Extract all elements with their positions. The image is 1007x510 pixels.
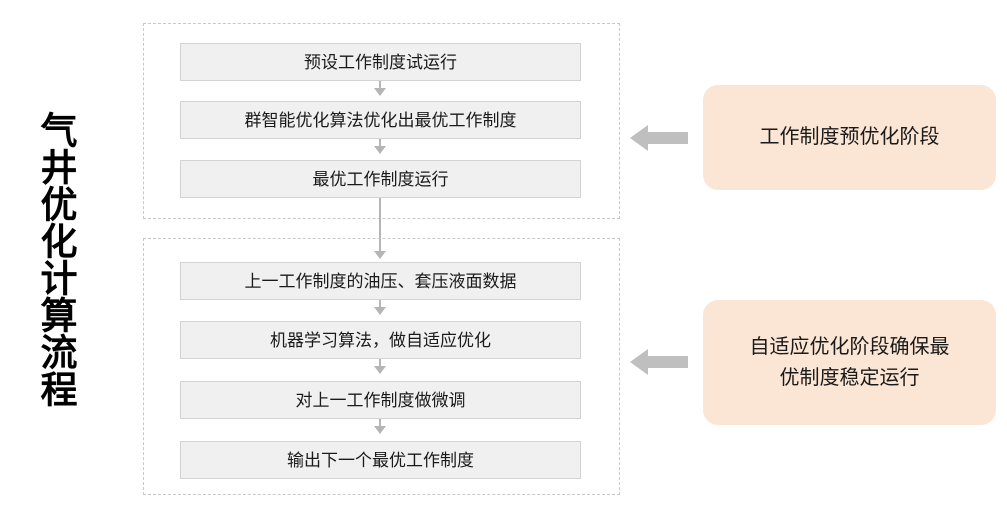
- step-box[interactable]: 群智能优化算法优化出最优工作制度: [180, 101, 581, 139]
- step-box[interactable]: 预设工作制度试运行: [180, 43, 581, 81]
- group-adaptive-optimization-phase: [143, 238, 620, 495]
- left-block-arrow-icon: [630, 123, 688, 153]
- arrow-head-icon: [374, 146, 386, 154]
- step-box[interactable]: 上一工作制度的油压、套压液面数据: [180, 262, 581, 300]
- callout-pre-optimization: 工作制度预优化阶段: [703, 85, 996, 190]
- arrow-head-icon: [374, 307, 386, 315]
- arrow-head-icon: [374, 251, 386, 259]
- arrow-head-icon: [374, 366, 386, 374]
- step-box[interactable]: 对上一工作制度做微调: [180, 381, 581, 419]
- step-box[interactable]: 机器学习算法，做自适应优化: [180, 321, 581, 359]
- callout-adaptive-optimization: 自适应优化阶段确保最 优制度稳定运行: [703, 300, 996, 425]
- callout-line: 工作制度预优化阶段: [759, 126, 940, 148]
- arrow-head-icon: [374, 88, 386, 96]
- callout-line: 优制度稳定运行: [779, 366, 920, 389]
- step-box[interactable]: 输出下一个最优工作制度: [180, 441, 581, 479]
- arrow-head-icon: [374, 426, 386, 434]
- step-box[interactable]: 最优工作制度运行: [180, 160, 581, 198]
- connector-line-between-groups: [379, 198, 381, 258]
- left-block-arrow-icon: [630, 347, 688, 377]
- callout-line: 自适应优化阶段确保最: [749, 335, 950, 358]
- group-pre-optimization-phase: [143, 23, 620, 219]
- page-title: 气井优化计算流程: [35, 111, 76, 407]
